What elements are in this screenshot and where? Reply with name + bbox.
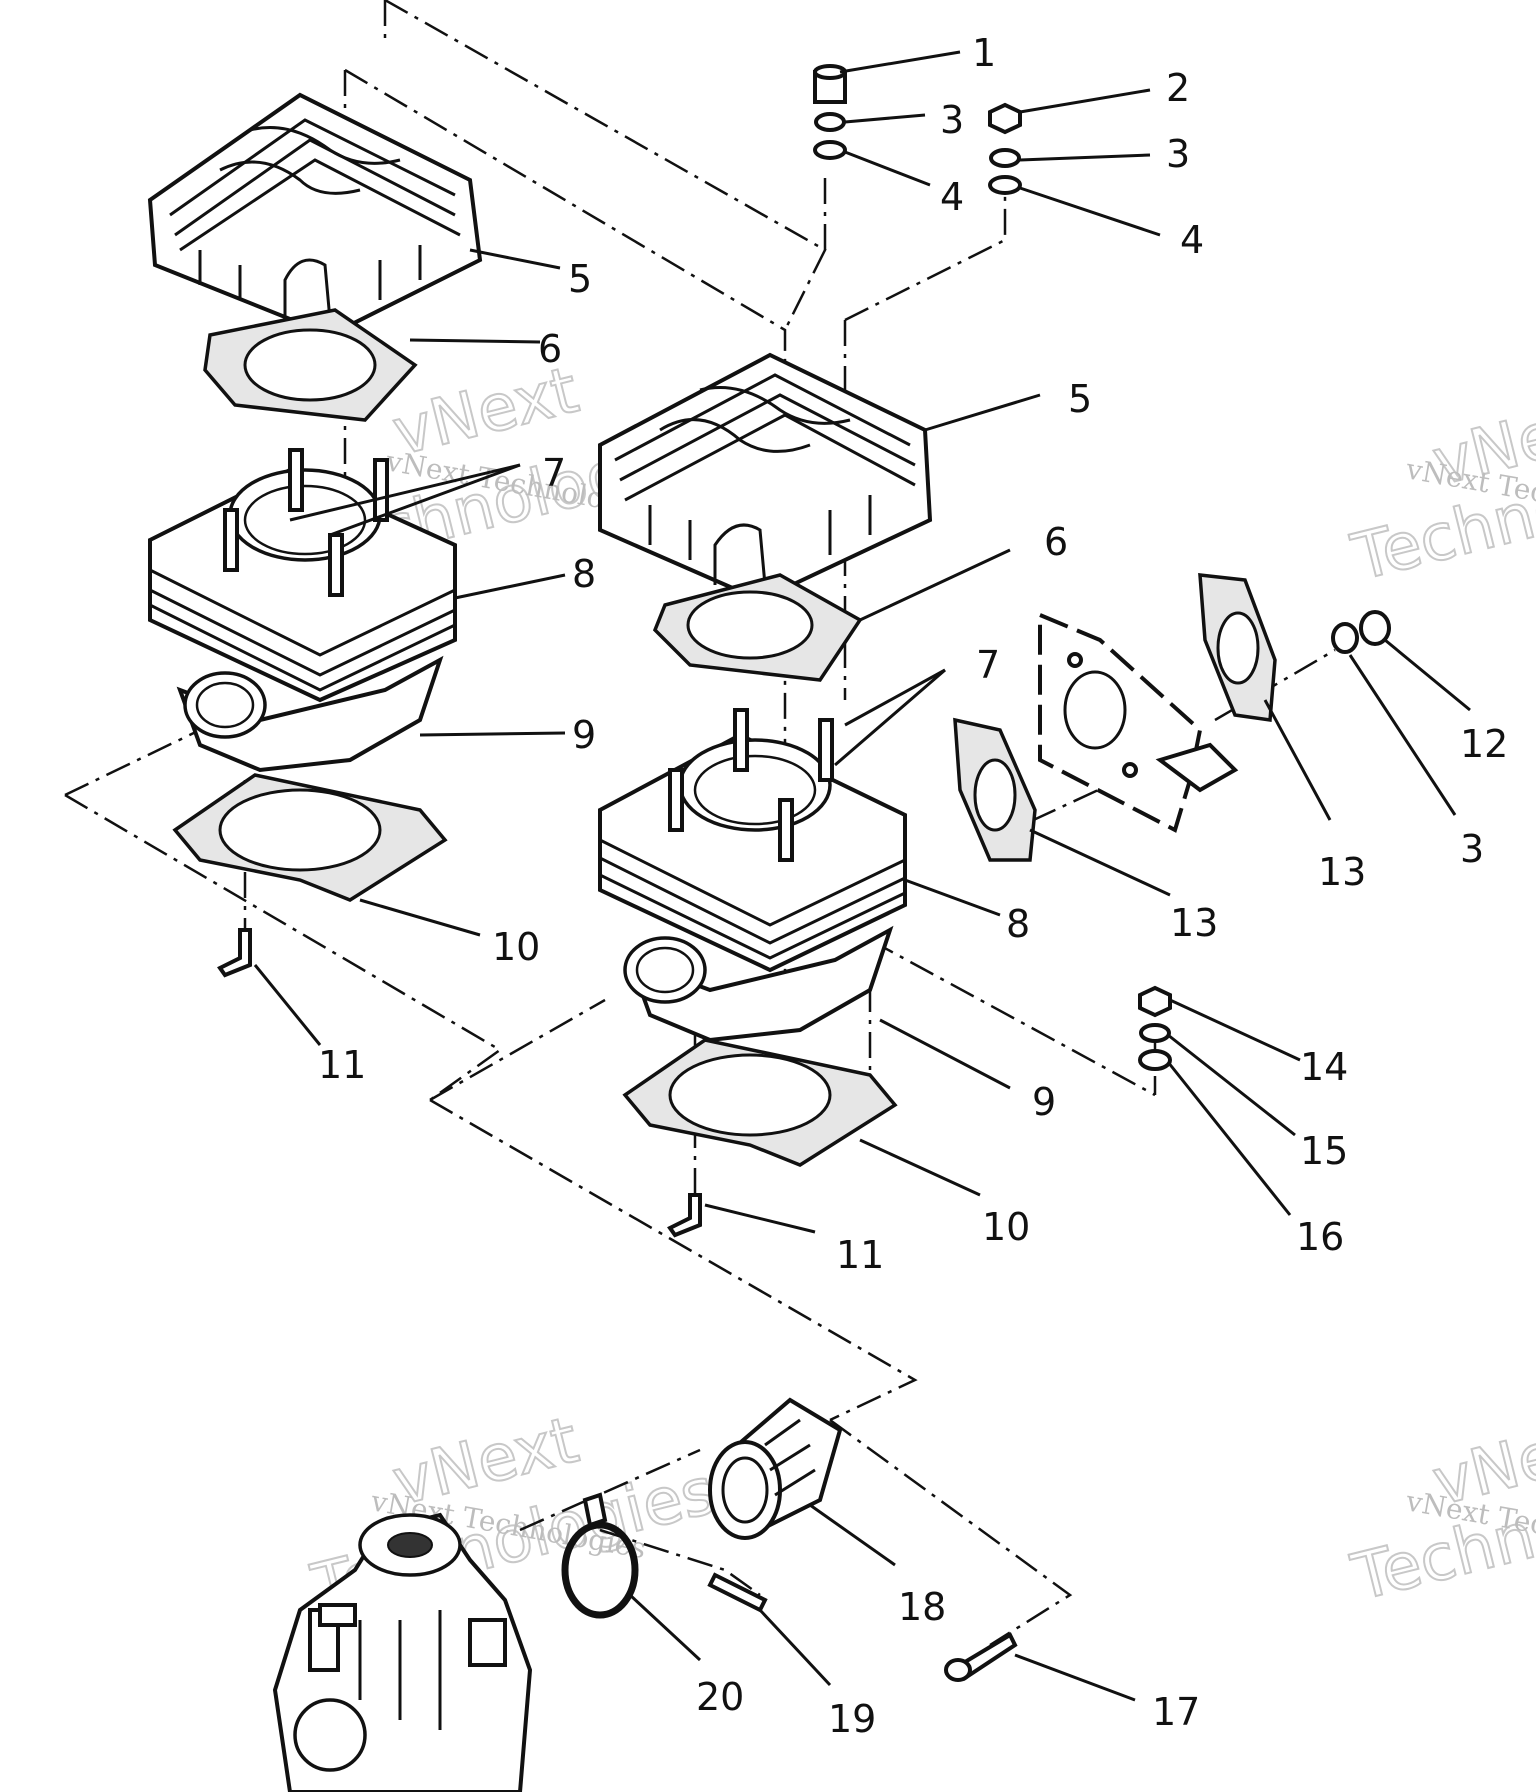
callout-17: 17	[1152, 1690, 1200, 1734]
callout-15: 15	[1300, 1129, 1348, 1173]
hardware-right	[1138, 610, 1391, 1071]
callout-5: 5	[1068, 377, 1092, 421]
callout-6: 6	[1044, 520, 1068, 564]
fitting-right	[667, 1193, 702, 1238]
callout-7: 7	[542, 451, 566, 495]
callout-20: 20	[696, 1675, 744, 1719]
cylinder-head-left	[147, 92, 483, 338]
head-gasket-left	[203, 308, 418, 422]
callout-13: 13	[1318, 850, 1366, 894]
cylinder-head-right	[598, 352, 933, 603]
intake-plate	[1038, 612, 1239, 833]
callout-4: 4	[1180, 218, 1204, 262]
callout-6: 6	[538, 327, 562, 371]
callout-12: 12	[1460, 722, 1508, 766]
watermark-group: vNext Technologies vNext Technologies vN…	[304, 352, 1536, 1626]
callout-1: 1	[972, 31, 996, 75]
callout-2: 2	[1166, 66, 1190, 110]
callout-10: 10	[492, 925, 540, 969]
callout-9: 9	[572, 713, 596, 757]
callout-13: 13	[1170, 901, 1218, 945]
clamp-ring	[561, 1492, 639, 1619]
hardware-top	[813, 64, 1022, 195]
screw-17	[944, 1632, 1018, 1682]
intake-gasket-upper	[1198, 573, 1277, 722]
callout-5: 5	[568, 257, 592, 301]
callout-9: 9	[1032, 1080, 1056, 1124]
callout-18: 18	[898, 1585, 946, 1629]
callout-3: 3	[1166, 132, 1190, 176]
callout-3: 3	[1460, 827, 1484, 871]
callout-11: 11	[836, 1233, 884, 1277]
head-gasket-right	[652, 573, 863, 682]
base-gasket-right	[622, 1038, 898, 1167]
callout-19: 19	[828, 1697, 876, 1741]
callout-3: 3	[940, 98, 964, 142]
screw-19	[707, 1572, 768, 1613]
callout-8: 8	[1006, 902, 1030, 946]
leader-lines	[253, 50, 1471, 1702]
callout-4: 4	[940, 175, 964, 219]
fitting-left	[217, 928, 252, 978]
callout-16: 16	[1296, 1215, 1344, 1259]
callout-labels: 1 2 3 3 3 4 4 5 5 6 6 7 7 8 8 9 9 10 10 …	[318, 31, 1508, 1741]
callout-10: 10	[982, 1205, 1030, 1249]
intake-gasket-lower	[953, 717, 1037, 862]
callout-7: 7	[976, 643, 1000, 687]
intake-boot	[708, 1397, 843, 1540]
cylinder-right	[598, 708, 907, 1043]
cylinder-left	[148, 448, 457, 773]
callout-11: 11	[318, 1043, 366, 1087]
carburetor	[272, 1512, 533, 1792]
base-gasket-left	[172, 773, 448, 902]
callout-14: 14	[1300, 1045, 1348, 1089]
callout-8: 8	[572, 552, 596, 596]
